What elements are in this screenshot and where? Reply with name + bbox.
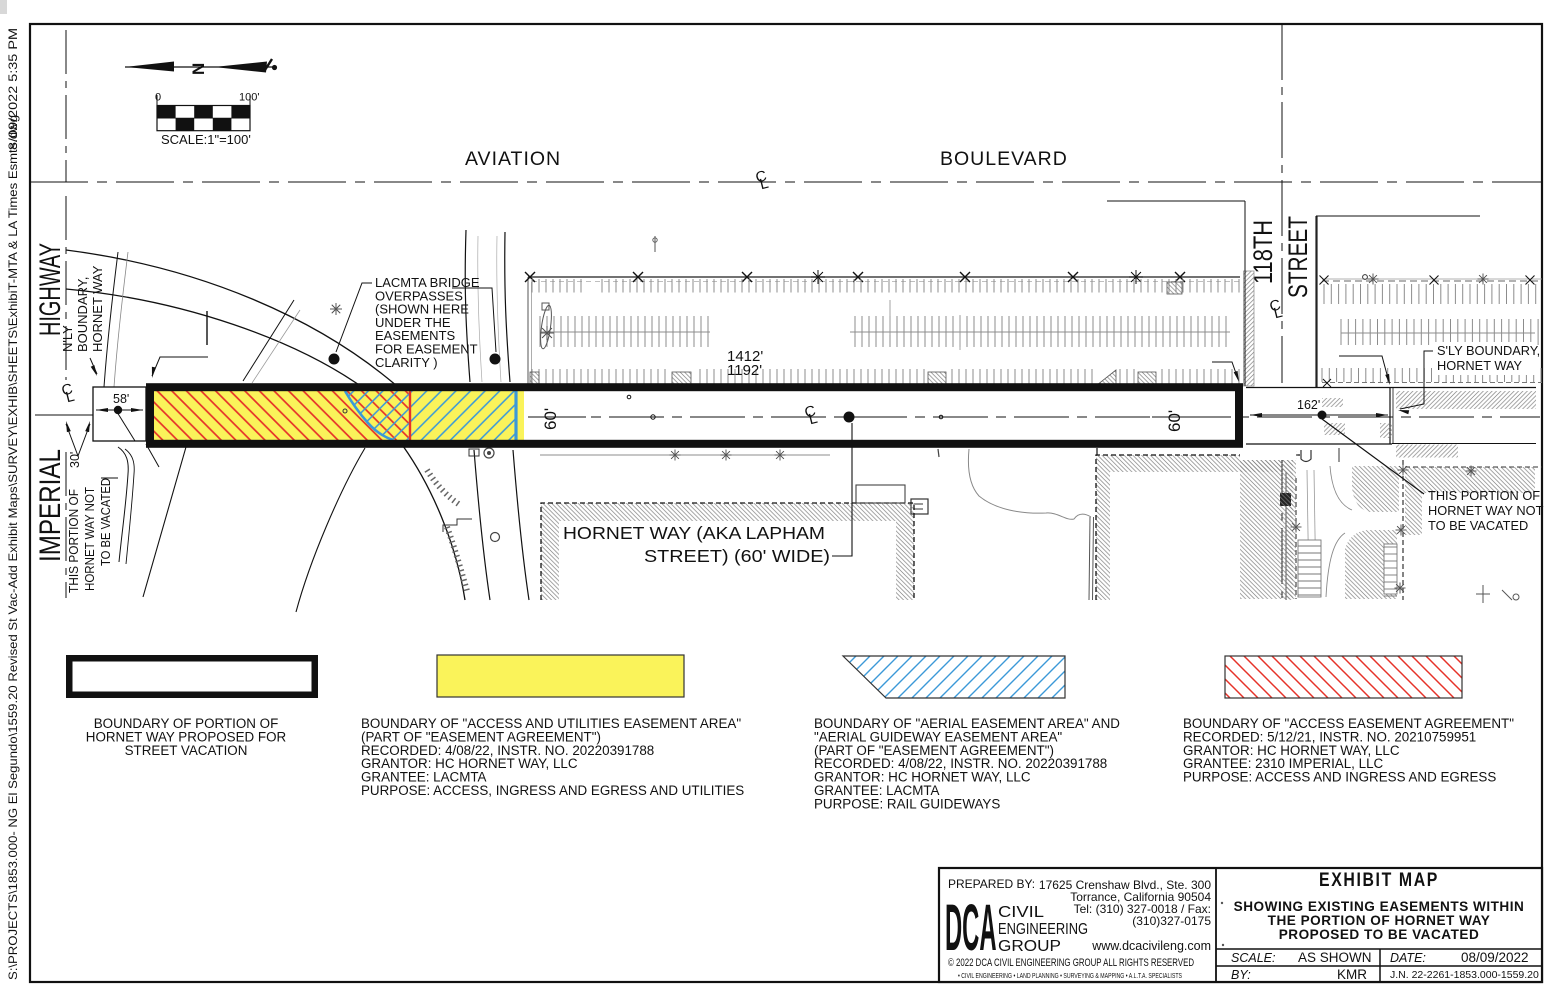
svg-text:THIS PORTION OF: THIS PORTION OF [1428,488,1540,503]
svg-text:STREET VACATION: STREET VACATION [125,743,248,758]
svg-text:PURPOSE: ACCESS, INGRESS AND E: PURPOSE: ACCESS, INGRESS AND EGRESS AND … [361,783,744,798]
svg-text:L: L [1272,304,1284,323]
svg-text:C: C [803,402,818,421]
svg-text:PREPARED BY:: PREPARED BY: [948,877,1035,891]
svg-text:BOUNDARY OF PORTION OF: BOUNDARY OF PORTION OF [94,716,279,731]
svg-text:N'LY: N'LY [60,325,75,352]
svg-text:BOUNDARY,: BOUNDARY, [75,277,90,352]
svg-text:BOUNDARY OF "AERIAL EASEMENT A: BOUNDARY OF "AERIAL EASEMENT AREA" AND [814,716,1120,731]
svg-text:30': 30' [68,452,82,468]
svg-text:1192': 1192' [727,362,762,379]
svg-text:GRANTOR: HC HORNET WAY, LLC: GRANTOR: HC HORNET WAY, LLC [361,756,578,771]
svg-text:N: N [189,63,208,75]
svg-text:• CIVIL ENGINEERING • LAND P: • CIVIL ENGINEERING • LAND PLANNING • SU… [958,973,1182,980]
svg-text:PURPOSE: RAIL GUIDEWAYS: PURPOSE: RAIL GUIDEWAYS [814,796,1000,811]
svg-text:DATE:: DATE: [1390,951,1426,965]
svg-text:162': 162' [1297,398,1320,412]
svg-text:BOUNDARY OF "ACCESS EASEMENT A: BOUNDARY OF "ACCESS EASEMENT AGREEMENT" [1183,716,1514,731]
svg-text:LACMTA BRIDGE: LACMTA BRIDGE [375,275,480,290]
svg-text:8/09/2022 5:35 PM: 8/09/2022 5:35 PM [7,28,20,150]
svg-text:60': 60' [1165,410,1184,432]
svg-text:58': 58' [113,392,129,406]
svg-text:UNDER THE: UNDER THE [375,315,451,330]
svg-text:DCA: DCA [945,892,997,965]
svg-text:08/09/2022: 08/09/2022 [1461,950,1529,965]
svg-text:IMPERIAL: IMPERIAL [34,449,67,562]
svg-text:STREET: STREET [1283,216,1313,298]
svg-text:RECORDED: 5/12/21, INSTR. NO.: RECORDED: 5/12/21, INSTR. NO. 2021075995… [1183,729,1476,744]
svg-text:GRANTOR: HC HORNET WAY, LLC: GRANTOR: HC HORNET WAY, LLC [814,770,1031,785]
svg-text:THE PORTION OF HORNET WAY: THE PORTION OF HORNET WAY [1268,913,1491,928]
svg-text:SCALE:1"=100': SCALE:1"=100' [161,132,251,147]
svg-text:(SHOWN HERE: (SHOWN HERE [375,302,469,317]
svg-text:100': 100' [239,92,259,104]
svg-text:THIS PORTION OF: THIS PORTION OF [66,489,81,593]
svg-text:C: C [754,167,769,186]
svg-text:AS SHOWN: AS SHOWN [1298,950,1372,965]
svg-text:S'LY BOUNDARY,: S'LY BOUNDARY, [1437,343,1540,358]
svg-text:(310)327-0175: (310)327-0175 [1132,914,1211,928]
svg-text:(PART OF "EASEMENT AGREEMENT"): (PART OF "EASEMENT AGREEMENT") [361,729,601,744]
svg-text:GRANTEE: LACMTA: GRANTEE: LACMTA [361,770,487,785]
svg-text:HORNET WAY (AKA LAPHAM: HORNET WAY (AKA LAPHAM [563,523,825,543]
svg-text:SHOWING EXISTING EASEMENTS WIT: SHOWING EXISTING EASEMENTS WITHIN [1234,899,1525,914]
svg-text:GRANTOR: HC HORNET WAY, LLC: GRANTOR: HC HORNET WAY, LLC [1183,743,1400,758]
svg-text:HORNET WAY: HORNET WAY [90,265,105,352]
svg-text:HIGHWAY: HIGHWAY [34,243,67,336]
svg-text:RECORDED: 4/08/22, INSTR. NO.: RECORDED: 4/08/22, INSTR. NO. 2022039178… [814,756,1107,771]
svg-text:CLARITY ): CLARITY ) [375,355,438,370]
svg-text:EXHIBIT MAP: EXHIBIT MAP [1319,869,1439,891]
svg-text:EASEMENTS: EASEMENTS [375,328,456,343]
svg-text:(PART OF "EASEMENT AGREEMENT"): (PART OF "EASEMENT AGREEMENT") [814,743,1054,758]
svg-text:KMR: KMR [1337,967,1367,982]
svg-text:AVIATION: AVIATION [465,148,561,170]
svg-text:STREET) (60' WIDE): STREET) (60' WIDE) [644,546,830,566]
svg-text:0: 0 [155,92,161,104]
svg-text:L: L [807,410,819,429]
svg-text:Torrance, California 90504: Torrance, California 90504 [1070,890,1211,904]
svg-text:Tel: (310) 327-0018 / Fax:: Tel: (310) 327-0018 / Fax: [1074,902,1211,916]
svg-text:1412': 1412' [727,348,763,365]
svg-text:HORNET WAY NOT: HORNET WAY NOT [1428,503,1544,518]
svg-text:FOR EASEMENT: FOR EASEMENT [375,342,478,357]
svg-text:GRANTEE: 2310 IMPERIAL, LLC: GRANTEE: 2310 IMPERIAL, LLC [1183,756,1384,771]
svg-text:HORNET WAY: HORNET WAY [1437,358,1523,373]
svg-text:TO BE VACATED: TO BE VACATED [1428,518,1528,533]
svg-text:60': 60' [541,408,560,430]
svg-text:J.N. 22-2261-1853.000-1559.20: J.N. 22-2261-1853.000-1559.20 [1390,969,1539,981]
svg-text:L: L [758,175,770,194]
svg-text:GROUP: GROUP [998,938,1061,955]
svg-text:OVERPASSES: OVERPASSES [375,288,463,303]
svg-text:L: L [64,388,76,407]
svg-text:BY:: BY: [1231,968,1251,982]
svg-text:RECORDED: 4/08/22, INSTR. NO.: RECORDED: 4/08/22, INSTR. NO. 2022039178… [361,743,654,758]
svg-text:C: C [1268,296,1283,315]
svg-text:PURPOSE: ACCESS AND INGRESS AN: PURPOSE: ACCESS AND INGRESS AND EGRESS [1183,770,1496,785]
svg-text:PROPOSED TO BE VACATED: PROPOSED TO BE VACATED [1279,927,1480,942]
svg-text:TO BE VACATED: TO BE VACATED [98,478,113,566]
svg-text:BOUNDARY OF "ACCESS AND UTILIT: BOUNDARY OF "ACCESS AND UTILITIES EASEME… [361,716,741,731]
svg-text:"AERIAL GUIDEWAY EASEMENT AREA: "AERIAL GUIDEWAY EASEMENT AREA" [814,729,1062,744]
svg-text:HORNET WAY NOT: HORNET WAY NOT [82,487,97,591]
svg-text:17625 Crenshaw Blvd., Ste. 300: 17625 Crenshaw Blvd., Ste. 300 [1039,878,1211,892]
svg-text:ENGINEERING: ENGINEERING [998,921,1088,938]
svg-text:© 2022 DCA CIVIL ENGINEERING G: © 2022 DCA CIVIL ENGINEERING GROUP ALL R… [948,957,1194,969]
svg-text:SCALE:: SCALE: [1231,951,1275,965]
svg-text:HORNET WAY PROPOSED FOR: HORNET WAY PROPOSED FOR [86,729,287,744]
svg-text:BOULEVARD: BOULEVARD [940,148,1068,170]
svg-text:GRANTEE: LACMTA: GRANTEE: LACMTA [814,783,940,798]
svg-text:C: C [60,380,75,399]
svg-text:www.dcacivileng.com: www.dcacivileng.com [1091,939,1211,953]
svg-text:CIVIL: CIVIL [998,904,1044,921]
svg-text:S:\PROJECTS\1853.000- NG El S: S:\PROJECTS\1853.000- NG El Segundo\1559… [7,115,20,980]
